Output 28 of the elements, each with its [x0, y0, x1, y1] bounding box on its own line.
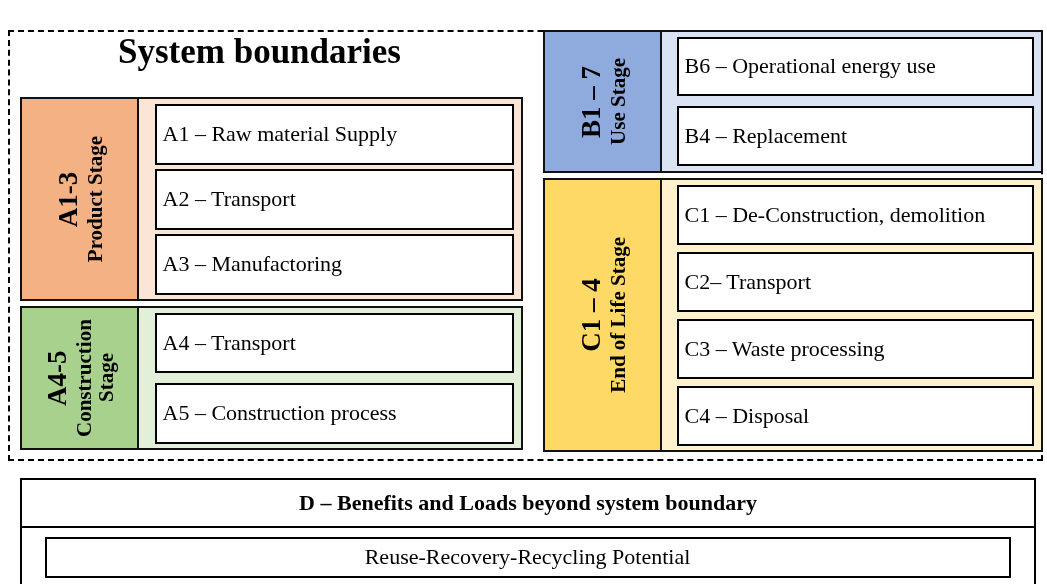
stage-module-box: A4 – Transport	[154, 312, 514, 373]
stage-group-panel	[20, 97, 523, 301]
stage-code: B1 – 7	[575, 64, 607, 140]
stage-name: Construction Stage	[72, 318, 118, 439]
stage-name: Use Stage	[606, 58, 629, 145]
stage-code: C1 – 4	[575, 277, 607, 354]
stage-module-box: A1 – Raw material Supply	[154, 103, 514, 165]
box-heading: D – Benefits and Loads beyond system boundary	[299, 490, 757, 516]
stage-code: A1-3	[52, 170, 84, 229]
beyond-boundary-box	[20, 478, 1036, 584]
stage-module-box: B4 – Replacement	[676, 105, 1034, 166]
stage-group-panel	[543, 178, 1043, 452]
stage-module-box: C2– Transport	[676, 251, 1034, 312]
stage-module-box: C4 – Disposal	[676, 385, 1034, 446]
stage-module-box: C1 – De-Construction, demolition	[676, 184, 1034, 245]
stage-code: A4-5	[41, 349, 73, 408]
stage-group-panel	[543, 30, 1043, 173]
system-boundary-frame	[8, 30, 1043, 461]
stage-module-box: A2 – Transport	[154, 168, 514, 230]
stage-group-panel	[20, 306, 523, 450]
stage-name: End of Life Stage	[606, 237, 629, 393]
stage-module-box: A3 – Manufactoring	[154, 233, 514, 295]
stage-module-box: A5 – Construction process	[154, 382, 514, 444]
boundary-title: System boundaries	[118, 32, 401, 72]
stage-name: Product Stage	[83, 135, 106, 263]
stage-module-box: Reuse-Recovery-Recycling Potential	[44, 536, 1011, 578]
stage-module-box: B6 – Operational energy use	[676, 36, 1034, 96]
stage-module-box: C3 – Waste processing	[676, 318, 1034, 379]
